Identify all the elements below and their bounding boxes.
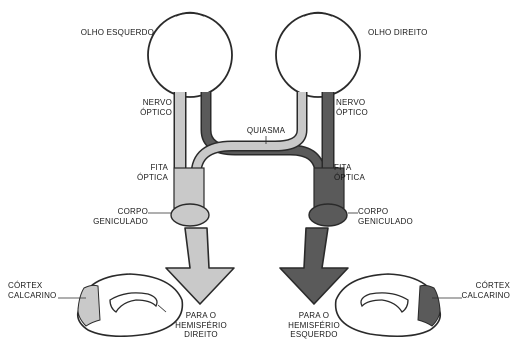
right-hemisphere-destination-line3: DIREITO bbox=[166, 330, 236, 340]
left-hemisphere-destination-line3: ESQUERDO bbox=[278, 330, 350, 340]
left-cortex-label: CÓRTEX CALCARINO bbox=[8, 281, 56, 300]
left-optic-tract-label-line2: ÓPTICA bbox=[126, 173, 168, 183]
right-optic-nerve-label: NERVO ÓPTICO bbox=[336, 98, 368, 117]
right-optic-tract-label: FITA ÓPTICA bbox=[334, 163, 365, 182]
left-cortex-label-line1: CÓRTEX bbox=[8, 281, 56, 291]
left-hemisphere-destination-label: PARA O HEMISFÉRIO ESQUERDO bbox=[278, 311, 350, 340]
left-geniculate-label-line1: CORPO bbox=[88, 207, 148, 217]
right-geniculate-label-line1: CORPO bbox=[358, 207, 413, 217]
right-cortex-label-line1: CÓRTEX bbox=[454, 281, 510, 291]
right-geniculate-label-line2: GENICULADO bbox=[358, 217, 413, 227]
right-optic-tract-label-line1: FITA bbox=[334, 163, 365, 173]
right-geniculate-label: CORPO GENICULADO bbox=[358, 207, 413, 226]
right-cortex-label-line2: CALCARINO bbox=[454, 291, 510, 301]
left-eyeball bbox=[148, 13, 232, 98]
left-optic-tract bbox=[174, 168, 204, 208]
left-hemisphere-destination-line1: PARA O bbox=[278, 311, 350, 321]
left-geniculate-label-line2: GENICULADO bbox=[88, 217, 148, 227]
right-eye-label: OLHO DIREITO bbox=[368, 28, 428, 38]
right-cortex-label: CÓRTEX CALCARINO bbox=[454, 281, 510, 300]
left-eye-label: OLHO ESQUERDO bbox=[62, 28, 154, 38]
chiasm-label: QUIASMA bbox=[236, 126, 296, 136]
right-hemisphere-drawing bbox=[336, 274, 441, 336]
right-optic-tract-label-line2: ÓPTICA bbox=[334, 173, 365, 183]
right-optic-nerve-label-line2: ÓPTICO bbox=[336, 108, 368, 118]
right-hemisphere-destination-line1: PARA O bbox=[166, 311, 236, 321]
arrow-to-left-hemisphere bbox=[280, 228, 348, 304]
left-optic-tract-label: FITA ÓPTICA bbox=[126, 163, 168, 182]
right-calcarine-region bbox=[418, 285, 440, 326]
right-geniculate-body bbox=[309, 204, 347, 226]
right-optic-nerve-label-line1: NERVO bbox=[336, 98, 368, 108]
left-geniculate-label: CORPO GENICULADO bbox=[88, 207, 148, 226]
left-optic-nerve-label-line2: ÓPTICO bbox=[120, 108, 172, 118]
right-hemisphere-destination-line2: HEMISFÉRIO bbox=[166, 321, 236, 331]
left-calcarine-region bbox=[78, 285, 100, 326]
left-hemisphere-destination-line2: HEMISFÉRIO bbox=[278, 321, 350, 331]
right-hemisphere-destination-label: PARA O HEMISFÉRIO DIREITO bbox=[166, 311, 236, 340]
right-eyeball bbox=[276, 13, 360, 98]
left-optic-tract-label-line1: FITA bbox=[126, 163, 168, 173]
left-cortex-label-line2: CALCARINO bbox=[8, 291, 56, 301]
left-geniculate-body bbox=[171, 204, 209, 226]
left-optic-nerve-label-line1: NERVO bbox=[120, 98, 172, 108]
left-optic-nerve-label: NERVO ÓPTICO bbox=[120, 98, 172, 117]
